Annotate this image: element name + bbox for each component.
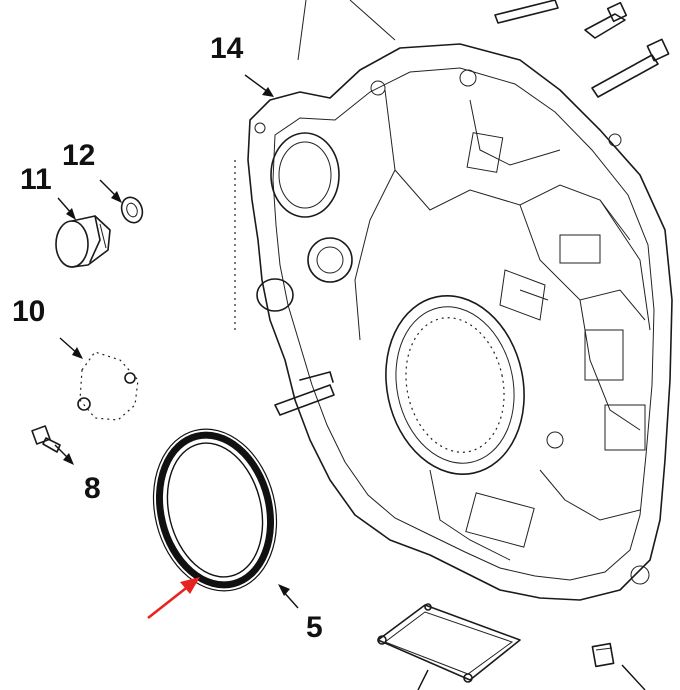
cover-plate — [77, 351, 139, 421]
bottom-cover-plate — [377, 603, 521, 683]
sealing-washer — [120, 196, 144, 224]
leader-lines — [54, 74, 646, 690]
callout-12: 12 — [62, 139, 96, 172]
callout-11: 11 — [20, 163, 52, 196]
callout-5: 5 — [306, 611, 323, 644]
housing-bolts — [297, 0, 670, 98]
highlight-arrow — [147, 577, 200, 620]
plug — [55, 215, 111, 268]
callout-14: 14 — [210, 32, 244, 65]
callout-8: 8 — [84, 472, 101, 505]
flywheel-housing — [234, 43, 673, 601]
small-bolt — [31, 425, 61, 453]
bottom-fitting — [591, 642, 615, 668]
rear-oil-seal-ring — [152, 428, 278, 592]
callout-10: 10 — [12, 295, 46, 328]
